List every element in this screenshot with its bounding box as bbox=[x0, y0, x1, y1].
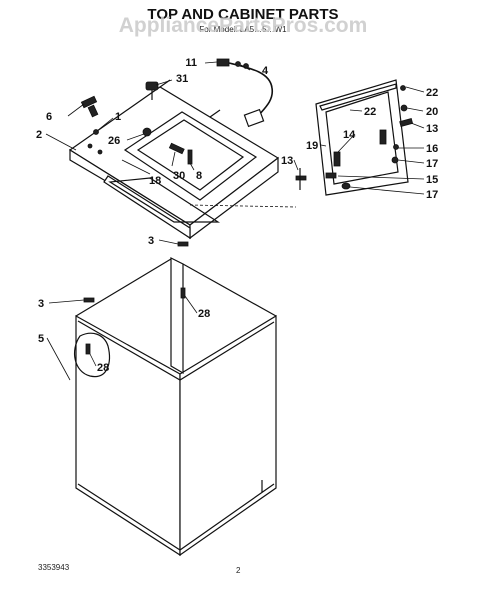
clip-28-side bbox=[180, 287, 186, 299]
diagram-title: TOP AND CABINET PARTS bbox=[147, 6, 338, 23]
part-26-nut bbox=[142, 127, 152, 137]
callout-22-right: 22 bbox=[426, 87, 438, 99]
callout-13-right: 13 bbox=[426, 123, 438, 135]
top-center-fasteners bbox=[168, 142, 193, 165]
hinge-clip-part bbox=[80, 95, 99, 118]
callout-26: 26 bbox=[108, 135, 120, 147]
callout-labels: 11 4 31 6 1 2 26 30 8 18 22 22 20 14 13 … bbox=[36, 57, 438, 374]
callout-30: 30 bbox=[173, 170, 185, 182]
callout-17-lower: 17 bbox=[426, 189, 438, 201]
lid-inner bbox=[325, 91, 399, 185]
callout-16: 16 bbox=[426, 143, 438, 155]
callout-3-front: 3 bbox=[38, 298, 44, 310]
callout-28-front: 28 bbox=[97, 362, 109, 374]
front-cutaway bbox=[73, 332, 111, 378]
callout-2: 2 bbox=[36, 129, 42, 141]
top-front-panel bbox=[108, 177, 221, 223]
lid-opening-inner bbox=[136, 119, 245, 191]
callout-22-lid: 22 bbox=[364, 106, 376, 118]
footer-part-number: 3353943 bbox=[38, 563, 70, 572]
model-subtitle: For Model: LA5…5…W1 bbox=[199, 25, 287, 34]
part-31-clip bbox=[145, 81, 159, 100]
cabinet-front-face bbox=[75, 314, 181, 557]
callout-17-upper: 17 bbox=[426, 158, 438, 170]
lid-hinge-right bbox=[379, 129, 387, 145]
cabinet-side-face bbox=[179, 314, 277, 557]
cabinet-rear-post bbox=[170, 257, 184, 375]
washer-cabinet bbox=[73, 257, 277, 557]
callout-18: 18 bbox=[149, 175, 161, 187]
callout-11: 11 bbox=[185, 57, 197, 69]
leader-lines bbox=[45, 61, 425, 381]
lid-opening bbox=[123, 111, 258, 201]
footer-page-number: 2 bbox=[236, 566, 241, 575]
callout-4: 4 bbox=[262, 65, 269, 77]
lid-switch-body bbox=[243, 108, 265, 128]
callout-20: 20 bbox=[426, 106, 438, 118]
washer-top-assembly bbox=[68, 79, 280, 240]
callout-13-left: 13 bbox=[281, 155, 293, 167]
callout-1: 1 bbox=[115, 111, 121, 123]
clip-28-front bbox=[85, 343, 91, 355]
screw-3-top bbox=[177, 241, 189, 247]
callout-15: 15 bbox=[426, 174, 438, 186]
lid-hinge-left bbox=[333, 151, 341, 167]
callout-28-side: 28 bbox=[198, 308, 210, 320]
screw-3-front bbox=[83, 297, 95, 303]
callout-31: 31 bbox=[176, 73, 188, 85]
callout-8: 8 bbox=[196, 170, 202, 182]
callout-14: 14 bbox=[343, 129, 356, 141]
washer-lid bbox=[295, 79, 414, 196]
lid-switch-harness bbox=[216, 58, 274, 128]
harness-connector bbox=[216, 58, 230, 67]
callout-19: 19 bbox=[306, 140, 318, 152]
callout-5: 5 bbox=[38, 333, 44, 345]
callout-6: 6 bbox=[46, 111, 52, 123]
callout-3-top: 3 bbox=[148, 235, 154, 247]
top-screws bbox=[87, 129, 103, 155]
watermark-text: AppliancePartsPros.com bbox=[119, 14, 368, 37]
